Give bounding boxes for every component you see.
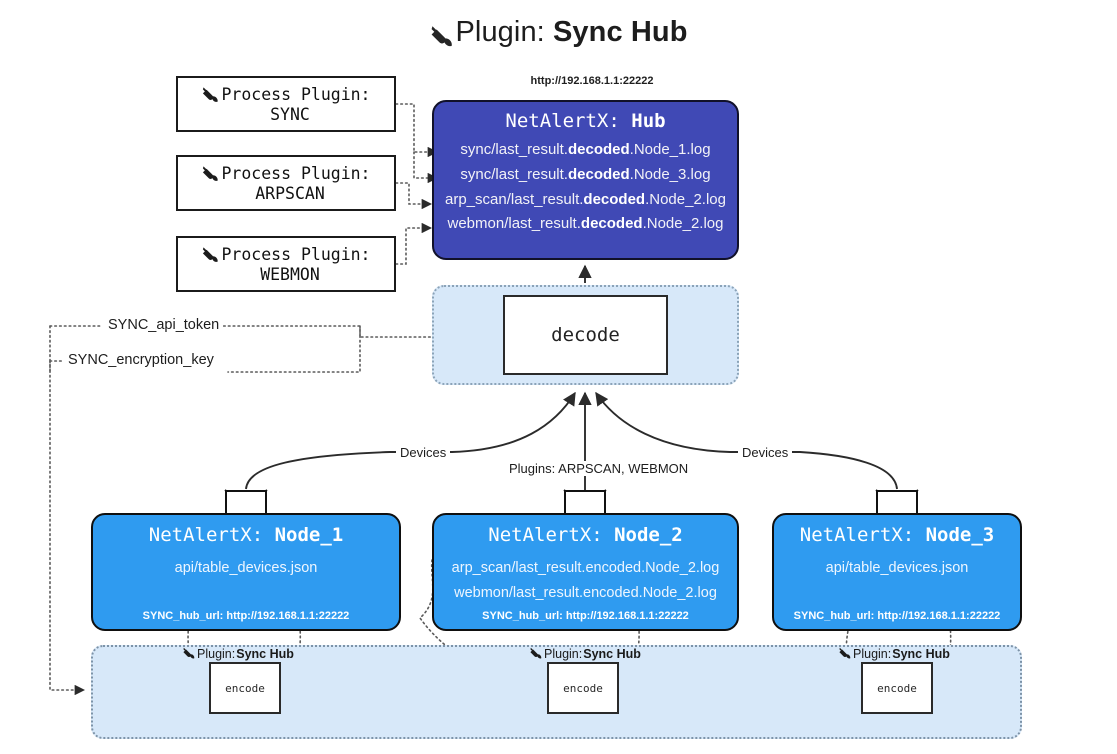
- node-lines: api/table_devices.json: [93, 556, 399, 581]
- plugin-caption-name: Sync Hub: [236, 646, 294, 661]
- edge-label-devices-left: Devices: [396, 445, 451, 460]
- plugin-caption-prefix: Plugin:: [853, 646, 892, 661]
- page-title-name: Sync Hub: [552, 16, 688, 48]
- node-line: api/table_devices.json: [174, 560, 318, 576]
- plug-icon: [201, 164, 220, 184]
- node-line: webmon/last_result.encoded.Node_2.log: [454, 584, 717, 601]
- node-title: NetAlertX: Node_2: [488, 524, 683, 546]
- plugin-caption-node-1: Plugin: Sync Hub: [182, 646, 294, 661]
- hub-node-box[interactable]: NetAlertX: Hub sync/last_result.decoded.…: [432, 100, 739, 260]
- plugin-caption-prefix: Plugin:: [197, 646, 236, 661]
- hub-log-line: arp_scan/last_result.decoded.Node_2.log: [445, 190, 726, 208]
- plugin-caption-node-3: Plugin: Sync Hub: [838, 646, 950, 661]
- page-title-prefix: Plugin:: [455, 16, 553, 48]
- plug-icon: [201, 85, 220, 105]
- decode-box[interactable]: decode: [503, 295, 668, 375]
- process-plugin-label: Process Plugin:: [221, 85, 371, 105]
- encode-box-node-3[interactable]: encode: [861, 662, 933, 714]
- process-plugin-label: Process Plugin:: [221, 245, 371, 265]
- page-title: Plugin: Sync Hub: [0, 16, 1117, 52]
- sync-encryption-key-label: SYNC_encryption_key: [64, 352, 218, 368]
- node-hub-url-label: SYNC_hub_url: http://192.168.1.1:22222: [793, 610, 1001, 622]
- node-box-node-3[interactable]: NetAlertX: Node_3 api/table_devices.json…: [772, 513, 1022, 631]
- hub-log-line: sync/last_result.decoded.Node_3.log: [460, 165, 711, 183]
- encode-box-node-1[interactable]: encode: [209, 662, 281, 714]
- node-line: arp_scan/last_result.encoded.Node_2.log: [451, 560, 720, 576]
- process-plugin-label: Process Plugin:: [221, 164, 371, 184]
- plug-icon: [201, 245, 220, 265]
- node-title: NetAlertX: Node_1: [148, 524, 344, 546]
- plug-icon: [529, 646, 543, 661]
- node-lines: api/table_devices.json: [774, 556, 1020, 581]
- node-lines: arp_scan/last_result.encoded.Node_2.log …: [434, 556, 737, 606]
- node-box-node-2[interactable]: NetAlertX: Node_2 arp_scan/last_result.e…: [432, 513, 739, 631]
- plugin-caption-name: Sync Hub: [583, 646, 641, 661]
- encode-box-node-2[interactable]: encode: [547, 662, 619, 714]
- hub-title: NetAlertX: Hub: [434, 110, 737, 132]
- node-line: api/table_devices.json: [825, 560, 969, 576]
- node-box-node-1[interactable]: NetAlertX: Node_1 api/table_devices.json…: [91, 513, 401, 631]
- hub-url-label: http://192.168.1.1:22222: [530, 75, 654, 87]
- hub-log-line: sync/last_result.decoded.Node_1.log: [460, 141, 711, 158]
- hub-log-line: webmon/last_result.decoded.Node_2.log: [447, 215, 724, 233]
- plugin-caption-prefix: Plugin:: [544, 646, 583, 661]
- process-plugin-box-webmon[interactable]: Process Plugin: WEBMON: [176, 236, 396, 292]
- process-plugin-box-sync[interactable]: Process Plugin: SYNC: [176, 76, 396, 132]
- edge-label-plugins: Plugins: ARPSCAN, WEBMON: [505, 461, 693, 476]
- plug-icon: [838, 646, 852, 661]
- plug-icon: [429, 19, 455, 52]
- node-title: NetAlertX: Node_3: [799, 524, 995, 546]
- node-hub-url-label: SYNC_hub_url: http://192.168.1.1:22222: [482, 610, 689, 622]
- process-plugin-name: WEBMON: [260, 264, 320, 284]
- hub-title-name: Hub: [631, 110, 666, 132]
- process-plugin-box-arpscan[interactable]: Process Plugin: ARPSCAN: [176, 155, 396, 211]
- process-plugin-name: SYNC: [270, 104, 310, 124]
- process-plugin-name: ARPSCAN: [255, 183, 325, 203]
- hub-title-prefix: NetAlertX:: [505, 110, 632, 132]
- plugin-caption-node-2: Plugin: Sync Hub: [529, 646, 641, 661]
- edge-label-devices-right: Devices: [738, 445, 793, 460]
- plug-icon: [182, 646, 196, 661]
- node-hub-url-label: SYNC_hub_url: http://192.168.1.1:22222: [142, 610, 350, 622]
- sync-api-token-label: SYNC_api_token: [104, 317, 224, 333]
- plugin-caption-name: Sync Hub: [892, 646, 950, 661]
